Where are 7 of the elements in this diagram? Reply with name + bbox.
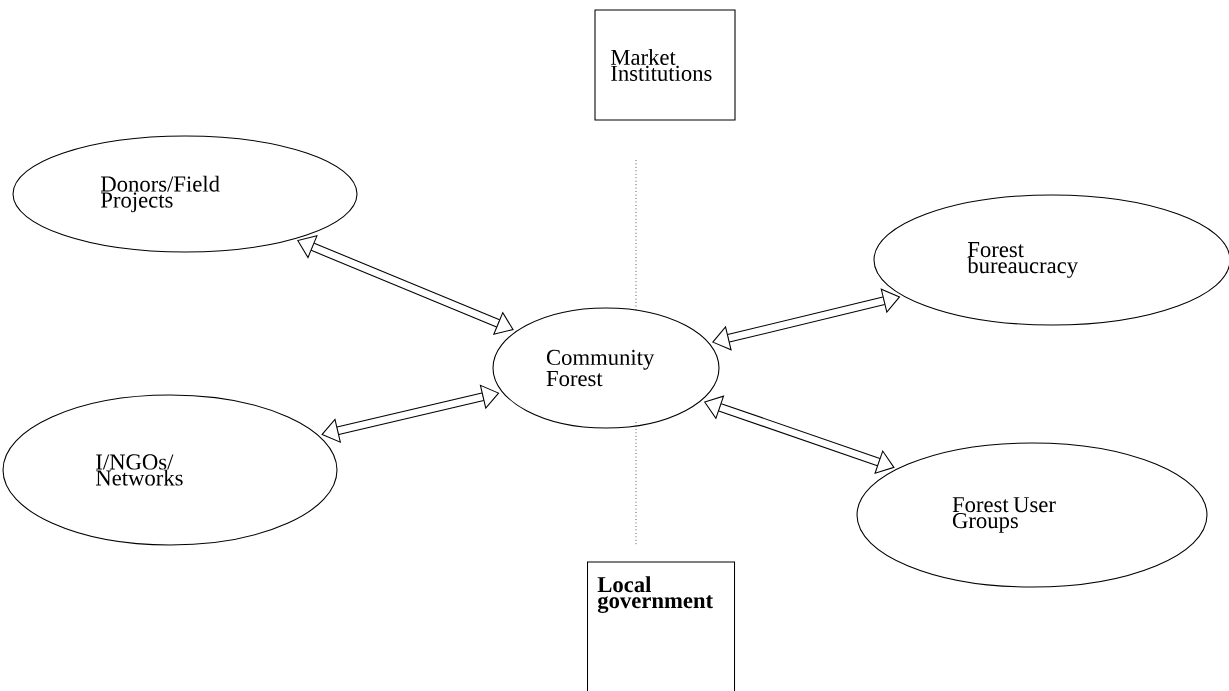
text-box: Local government (586, 561, 736, 691)
double-arrow (321, 384, 500, 444)
ellipse-node: Donors/Field Projects (12, 135, 358, 253)
ellipse-node: Community Forest (492, 307, 720, 429)
text-box: Market Institutions (594, 9, 736, 121)
ellipse-node: I/NGOs/ Networks (2, 394, 338, 546)
ellipse-node: Forest User Groups (856, 442, 1208, 588)
